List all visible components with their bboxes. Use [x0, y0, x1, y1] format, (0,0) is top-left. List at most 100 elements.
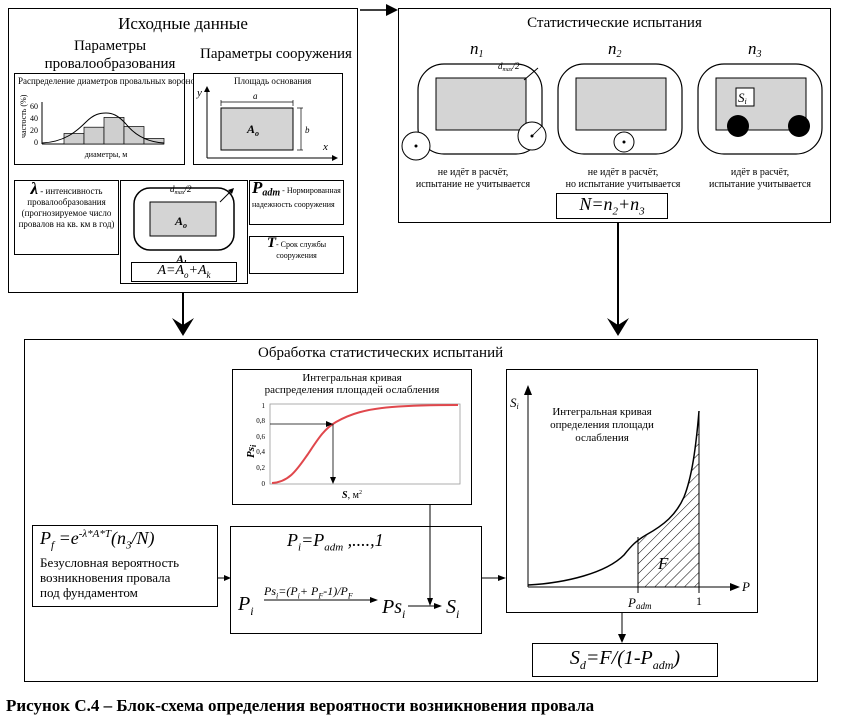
padm-tick: P — [627, 595, 636, 610]
required-reliability-box — [249, 180, 344, 225]
integral-curve-title-1: Интегральная кривая — [302, 372, 402, 384]
trial-n2-foundation — [575, 77, 667, 131]
sinkhole-under-right — [788, 115, 810, 137]
trial-n2-caption: не идёт в расчёт,но испытание учитываетс… — [565, 167, 681, 190]
psi-value: Psi — [382, 596, 406, 621]
pi-start: Pi — [238, 593, 254, 618]
sinkhole-params-title-1: Параметры — [73, 38, 147, 54]
svg-text:Psi: Psi — [245, 444, 258, 458]
trials-diagram: n1 n2 n3 dmax/2 Si — [401, 39, 823, 161]
sinkhole-under-left — [727, 115, 749, 137]
diameter-distribution-title: Распределение диаметров провальных ворон… — [18, 76, 200, 86]
service-life-text: T- Срок службы сооружения — [266, 235, 327, 261]
svg-text:Padm: Padm — [627, 595, 652, 611]
trial-n3-caption: идёт в расчёт,испытание учитывается — [709, 167, 811, 190]
dim-a-label: a — [253, 91, 258, 101]
one-tick: 1 — [696, 594, 702, 608]
axis-y-label: y — [196, 87, 202, 99]
ao-label: A — [174, 214, 183, 228]
svg-text:dmax/2: dmax/2 — [170, 184, 192, 196]
pi-calculation-box — [230, 526, 482, 634]
svg-text:Ao: Ao — [174, 214, 187, 230]
y-tick-60: 60 — [30, 102, 38, 111]
y-tick-0: 0 — [34, 138, 38, 147]
foundation-area-title: Площадь основания — [234, 76, 312, 86]
svg-text:S, м2: S, м2 — [342, 490, 362, 501]
n1-label: n — [470, 39, 479, 58]
area-f-label: F — [657, 554, 669, 573]
structure-params-title: Параметры сооружения — [200, 46, 352, 62]
curve-title-2: определения площади — [550, 419, 654, 431]
si-axis-label: S — [510, 395, 517, 410]
y-tick-1: 1 — [262, 402, 266, 410]
final-formula-box — [532, 643, 718, 677]
histogram-normal-curve — [41, 112, 165, 144]
weakened-area-diagram: dmax/2 Ao Ak — [133, 184, 235, 268]
arrow-right — [386, 4, 398, 16]
foundation-plan: y x a b Ao — [196, 86, 338, 161]
foundation-rect — [220, 107, 294, 151]
weakening-area-chart: Si Интегральная кривая определения площа… — [510, 385, 750, 611]
y-tick-02: 0,2 — [256, 464, 265, 472]
trial-n1-caption: не идёт в расчёт,испытание не учитываетс… — [415, 167, 531, 190]
y-tick-06: 0,6 — [256, 433, 265, 441]
processing-title: Обработка статистических испытаний — [258, 345, 504, 361]
svg-text:n1: n1 — [470, 39, 484, 60]
si-value: Si — [446, 596, 460, 621]
final-formula: Sd=F/(1-Padm) — [569, 647, 681, 672]
pf-formula: Pf =e-λ*A*T(n3/N) — [40, 528, 155, 552]
svg-text:Si: Si — [738, 90, 747, 106]
total-trials-formula: N=n2+n3 — [579, 194, 645, 218]
flow-arrows-top — [172, 4, 629, 336]
weakening-area-curve-box — [506, 369, 758, 613]
y-tick-04: 0,4 — [256, 448, 265, 456]
pi-range: Pi=Padm ,....,1 — [287, 530, 384, 554]
psi-transform-formula: Psi=(Pi+ PF-1)/PF — [264, 584, 353, 601]
integral-distribution-chart: 1 0,8 0,6 0,4 0,2 0 Psi S, м2 — [245, 402, 461, 501]
axis-x-label: x — [322, 141, 328, 153]
total-area-formula-box — [131, 262, 237, 282]
histogram-bar-4 — [123, 126, 145, 145]
total-trials-formula-box — [556, 193, 668, 219]
area-ao-label: A — [246, 122, 255, 136]
svg-text:Ao: Ao — [246, 122, 259, 138]
y-tick-40: 40 — [30, 114, 38, 123]
service-life-box — [249, 236, 344, 274]
histogram-ylabel: частость (%) — [19, 94, 28, 138]
hatched-area-f — [638, 411, 699, 587]
s-axis-label: S — [342, 490, 348, 501]
svg-text:dmax/2: dmax/2 — [498, 61, 520, 73]
n3-label: n — [748, 39, 757, 58]
p-axis-label: P — [741, 579, 750, 594]
figure-caption: Рисунок С.4 – Блок-схема определения вер… — [6, 696, 595, 715]
arrow-right-down — [607, 318, 629, 336]
sinkhole-intensity-box — [14, 180, 119, 255]
trial-n1-foundation — [435, 77, 527, 131]
y-tick-0b: 0 — [262, 480, 266, 488]
diameter-histogram: частость (%) 60 40 20 0 диаметры, м — [19, 94, 165, 159]
unconditional-probability-box — [32, 525, 218, 607]
y-tick-20: 20 — [30, 126, 38, 135]
psi-axis-label: Ps — [245, 447, 257, 458]
dim-b-label: b — [305, 125, 310, 135]
required-reliability-text: Padm - Нормированная надежность сооружен… — [252, 178, 341, 209]
cdf-curve — [271, 404, 459, 484]
arrow-left-down — [172, 318, 194, 336]
svg-text:Si: Si — [510, 395, 519, 411]
histogram-xlabel: диаметры, м — [85, 150, 128, 159]
sinkhole-params-title-2: провалообразования — [44, 56, 176, 72]
ak-label: A — [175, 252, 184, 266]
svg-text:n3: n3 — [748, 39, 762, 60]
statistical-trials-title: Статистические испытания — [527, 15, 702, 31]
si-curve — [527, 410, 700, 586]
initial-data-title: Исходные данные — [118, 14, 248, 33]
curve-title-3: ослабления — [575, 432, 629, 444]
integral-curve-title-2: распределения площадей ослабления — [264, 384, 440, 396]
sinkhole-intensity-text: λ - интенсивность провалообразования (пр… — [18, 179, 115, 229]
svg-text:n2: n2 — [608, 39, 622, 60]
si-label: S — [738, 90, 745, 105]
y-tick-08: 0,8 — [256, 417, 265, 425]
n2-label: n — [608, 39, 617, 58]
